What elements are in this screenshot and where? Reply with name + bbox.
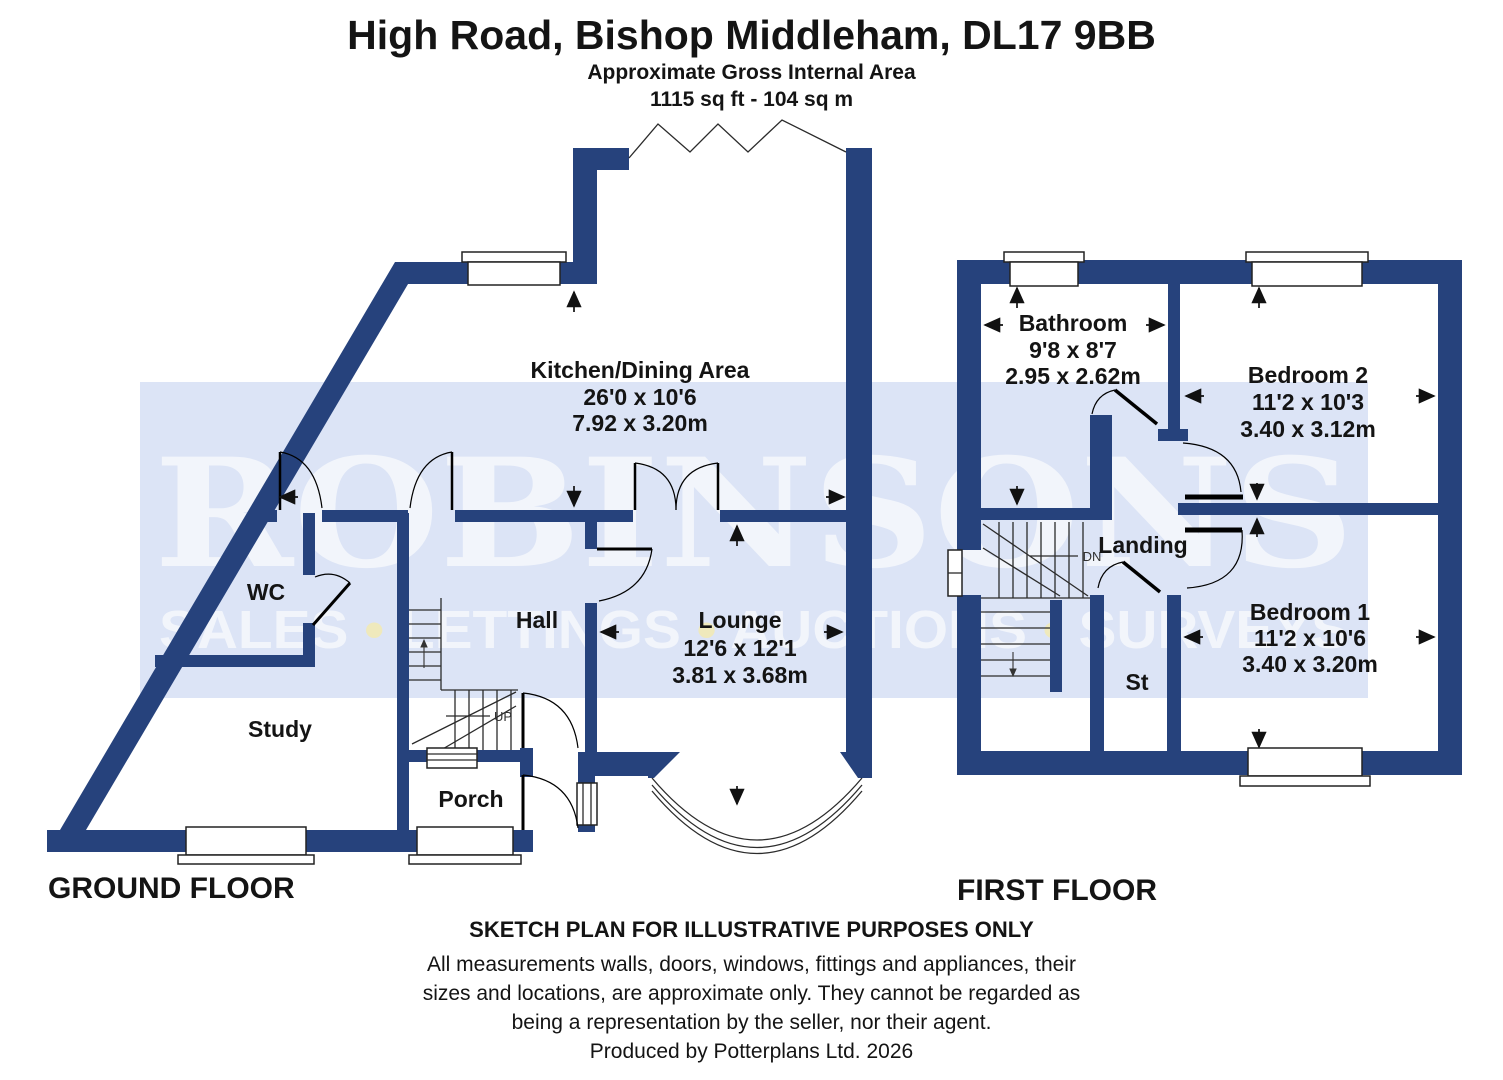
sketch-plan-note: SKETCH PLAN FOR ILLUSTRATIVE PURPOSES ON… bbox=[469, 917, 1034, 942]
first-floor-stairs: DN bbox=[981, 522, 1102, 678]
lounge-label: Lounge bbox=[698, 607, 781, 633]
kitchen-double-doors bbox=[633, 462, 720, 511]
bedroom1-label: Bedroom 1 bbox=[1250, 599, 1370, 625]
kitchen-window bbox=[461, 251, 567, 286]
kitchen-metric: 7.92 x 3.20m bbox=[572, 410, 708, 436]
bedroom2-label: Bedroom 2 bbox=[1248, 362, 1368, 388]
bay-window bbox=[651, 777, 863, 854]
page-subtitle: Approximate Gross Internal Area bbox=[587, 61, 916, 84]
stairs-down-label: DN bbox=[1083, 549, 1102, 564]
porch-label: Porch bbox=[438, 786, 503, 812]
kitchen-door-hall bbox=[409, 451, 454, 510]
disclaimer: All measurements walls, doors, windows, … bbox=[0, 950, 1503, 1037]
bedroom1-metric: 3.40 x 3.20m bbox=[1242, 651, 1378, 677]
lounge-door bbox=[597, 547, 653, 602]
bedroom1-door bbox=[1185, 527, 1243, 589]
side-window bbox=[576, 782, 598, 826]
ground-stairs: UP bbox=[409, 598, 518, 769]
storage-label: St bbox=[1126, 669, 1149, 695]
stairs-up-label: UP bbox=[494, 709, 512, 724]
bedroom2-window bbox=[1245, 251, 1369, 287]
first-dimension-arrows bbox=[983, 286, 1436, 749]
study-label: Study bbox=[248, 716, 312, 742]
bay-wedge-left bbox=[648, 752, 680, 778]
bathroom-imperial: 9'8 x 8'7 bbox=[1029, 337, 1117, 363]
ground-floor-labels: Kitchen/Dining Area 26'0 x 10'6 7.92 x 3… bbox=[247, 357, 808, 812]
hall-door bbox=[521, 692, 579, 749]
produced-by: Produced by Potterplans Ltd. 2026 bbox=[589, 1040, 914, 1063]
landing-window bbox=[947, 549, 963, 597]
front-door bbox=[521, 774, 579, 830]
bedroom2-imperial: 11'2 x 10'3 bbox=[1252, 389, 1364, 415]
disclaimer-line-1: All measurements walls, doors, windows, … bbox=[427, 953, 1076, 976]
ground-dimension-arrows bbox=[278, 290, 846, 806]
bathroom-label: Bathroom bbox=[1019, 310, 1128, 336]
bedroom2-door bbox=[1182, 442, 1243, 500]
ground-floor-walls bbox=[47, 148, 872, 852]
study-window bbox=[177, 826, 315, 865]
gross-internal-area: 1115 sq ft - 104 sq m bbox=[649, 88, 854, 111]
lounge-metric: 3.81 x 3.68m bbox=[672, 662, 808, 688]
disclaimer-line-3: being a representation by the seller, no… bbox=[511, 1011, 992, 1034]
page-title: High Road, Bishop Middleham, DL17 9BB bbox=[347, 12, 1156, 58]
disclaimer-line-2: sizes and locations, are approximate onl… bbox=[422, 982, 1081, 1005]
lounge-imperial: 12'6 x 12'1 bbox=[683, 635, 796, 661]
stair-base-step bbox=[426, 747, 478, 769]
first-floor-labels: Bathroom 9'8 x 8'7 2.95 x 2.62m Bedroom … bbox=[1005, 310, 1378, 695]
first-floor-label: FIRST FLOOR bbox=[957, 874, 1157, 907]
porch-window bbox=[408, 826, 522, 865]
bedroom1-imperial: 11'2 x 10'6 bbox=[1254, 625, 1366, 651]
cupboard-door bbox=[1097, 560, 1162, 594]
wc-label: WC bbox=[247, 579, 285, 605]
ground-floor-label: GROUND FLOOR bbox=[48, 872, 295, 905]
ground-floor-plan: UP Kitchen/Dining Area 26'0 x 10'6 bbox=[47, 119, 872, 865]
bay-wedge-right bbox=[840, 752, 872, 778]
kitchen-label: Kitchen/Dining Area bbox=[531, 357, 750, 383]
bathroom-metric: 2.95 x 2.62m bbox=[1005, 363, 1141, 389]
open-break-line bbox=[628, 119, 847, 159]
bedroom1-window bbox=[1239, 747, 1371, 787]
bathroom-window bbox=[1003, 251, 1085, 287]
bathroom-door bbox=[1091, 388, 1159, 426]
wc-door bbox=[311, 573, 352, 626]
landing-label: Landing bbox=[1098, 532, 1187, 558]
first-floor-plan: DN Bathroom 9'8 x 8'7 2. bbox=[947, 251, 1462, 787]
bedroom2-metric: 3.40 x 3.12m bbox=[1240, 416, 1376, 442]
hall-label: Hall bbox=[516, 607, 558, 633]
kitchen-imperial: 26'0 x 10'6 bbox=[583, 384, 696, 410]
first-floor-walls bbox=[957, 260, 1462, 775]
